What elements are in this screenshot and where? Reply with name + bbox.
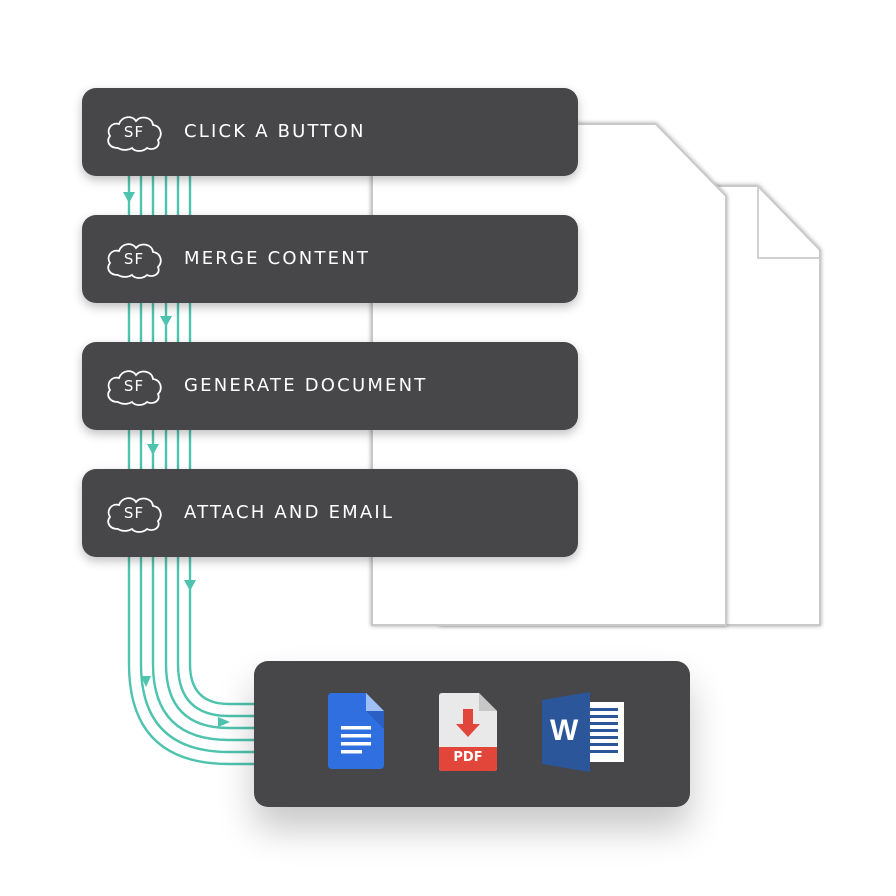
salesforce-badge-text: SF: [123, 250, 145, 268]
arrow-down-2: [160, 316, 172, 327]
connector-line-5: [176, 170, 258, 718]
arrow-right-1: [218, 717, 230, 727]
step-label: GENERATE DOCUMENT: [184, 375, 428, 396]
google-docs-icon: [328, 693, 384, 769]
step-attach-and-email: SF ATTACH AND EMAIL: [82, 469, 578, 557]
step-click-a-button: SF CLICK A BUTTON: [82, 88, 578, 176]
arrow-down-5: [141, 676, 151, 687]
connector-line-2: [139, 170, 258, 754]
salesforce-badge-text: SF: [123, 504, 145, 522]
salesforce-cloud-icon: SF: [104, 239, 164, 279]
connector-arrows: [123, 192, 230, 727]
pdf-file-icon: PDF: [439, 693, 497, 771]
connector-line-3: [151, 170, 258, 742]
arrow-down-1: [123, 192, 135, 203]
connector-lines: [127, 170, 258, 766]
salesforce-cloud-icon: SF: [104, 366, 164, 406]
connector-line-6: [188, 170, 258, 706]
arrow-down-4: [184, 580, 196, 591]
word-document-icon: W: [542, 692, 626, 772]
output-formats-panel: PDF W: [254, 661, 690, 807]
arrow-down-3: [147, 444, 159, 455]
pdf-label: PDF: [453, 750, 483, 765]
step-merge-content: SF MERGE CONTENT: [82, 215, 578, 303]
step-generate-document: SF GENERATE DOCUMENT: [82, 342, 578, 430]
salesforce-cloud-icon: SF: [104, 112, 164, 152]
step-label: ATTACH AND EMAIL: [184, 502, 395, 523]
salesforce-badge-text: SF: [123, 377, 145, 395]
connector-line-1: [127, 170, 258, 766]
salesforce-cloud-icon: SF: [104, 493, 164, 533]
connector-line-4: [164, 170, 258, 730]
step-label: CLICK A BUTTON: [184, 121, 366, 142]
salesforce-badge-text: SF: [123, 123, 145, 141]
word-letter: W: [550, 714, 579, 747]
step-label: MERGE CONTENT: [184, 248, 371, 269]
